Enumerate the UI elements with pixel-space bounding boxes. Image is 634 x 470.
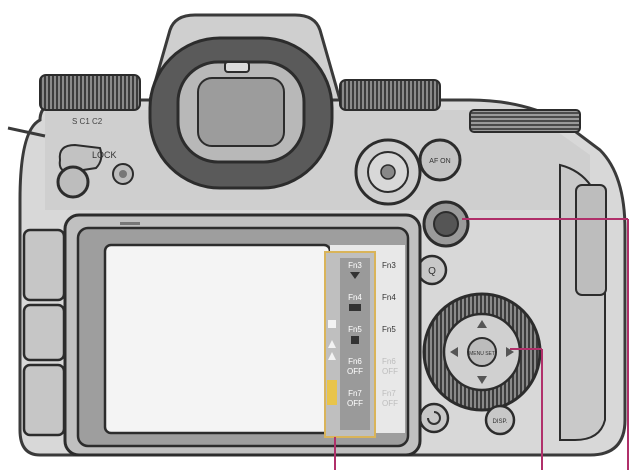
fn-item-echo: Fn5: [382, 325, 396, 334]
lock-switch[interactable]: [56, 165, 90, 199]
fn-side-marker: [328, 320, 336, 328]
film-icon: [349, 304, 361, 311]
q-label: Q: [428, 266, 436, 277]
fn-item-key: Fn7: [348, 389, 362, 398]
cursor-right-icon: [506, 347, 514, 357]
side-door: [575, 184, 607, 296]
fn-side-triangle-icon: [328, 340, 336, 348]
fn-item-echo: Fn4: [382, 293, 396, 302]
left-door-top: [22, 228, 66, 302]
playback-button[interactable]: [418, 402, 450, 434]
af-on-button[interactable]: [418, 138, 462, 182]
menu-set-label: MENU SET: [469, 351, 495, 357]
rear-dial[interactable]: [469, 109, 581, 133]
joystick-small-center: [119, 170, 127, 178]
fn-panel-yellow: [327, 380, 337, 405]
joystick-main-knob: [433, 211, 459, 237]
mode-marks: S C1 C2: [72, 117, 103, 126]
left-door-mid: [22, 303, 66, 362]
left-door-bot: [22, 363, 66, 437]
eyepiece-glass: [197, 77, 285, 147]
triangle-icon: [350, 272, 360, 279]
fn-side-triangle-icon-2: [328, 352, 336, 360]
right-top-dial[interactable]: [339, 79, 441, 111]
fn-item-echo: Fn3: [382, 261, 396, 270]
fn-item-state: OFF: [347, 399, 363, 408]
display-button[interactable]: [484, 404, 516, 436]
hand-icon: [351, 336, 359, 344]
vent-strip: [120, 222, 140, 225]
lock-label: LOCK: [92, 150, 117, 160]
left-dial[interactable]: [39, 74, 141, 111]
fn-item-key: Fn5: [348, 325, 362, 334]
fn-item-echo-state: OFF: [382, 399, 398, 408]
cursor-left-icon: [450, 347, 458, 357]
menu-set-button[interactable]: [467, 337, 497, 367]
fn-item-echo: Fn6: [382, 357, 396, 366]
monitor-screen: [103, 243, 332, 435]
fn-item-state: OFF: [347, 367, 363, 376]
fn-item-echo: Fn7: [382, 389, 396, 398]
display-label: DISP.: [493, 419, 508, 425]
fn-item-key: Fn4: [348, 293, 362, 302]
return-icon: [427, 411, 441, 425]
fn-item-key: Fn3: [348, 261, 362, 270]
cursor-up-icon: [477, 320, 487, 328]
af-on-label: AF ON: [429, 158, 450, 165]
cursor-down-icon: [477, 376, 487, 384]
fn-item-key: Fn6: [348, 357, 362, 366]
eye-sensor: [224, 61, 250, 73]
strap-wire: [7, 126, 46, 138]
fn-item-echo-state: OFF: [382, 367, 398, 376]
lock-lever[interactable]: [58, 143, 103, 174]
control-wheel-center: [380, 164, 396, 180]
